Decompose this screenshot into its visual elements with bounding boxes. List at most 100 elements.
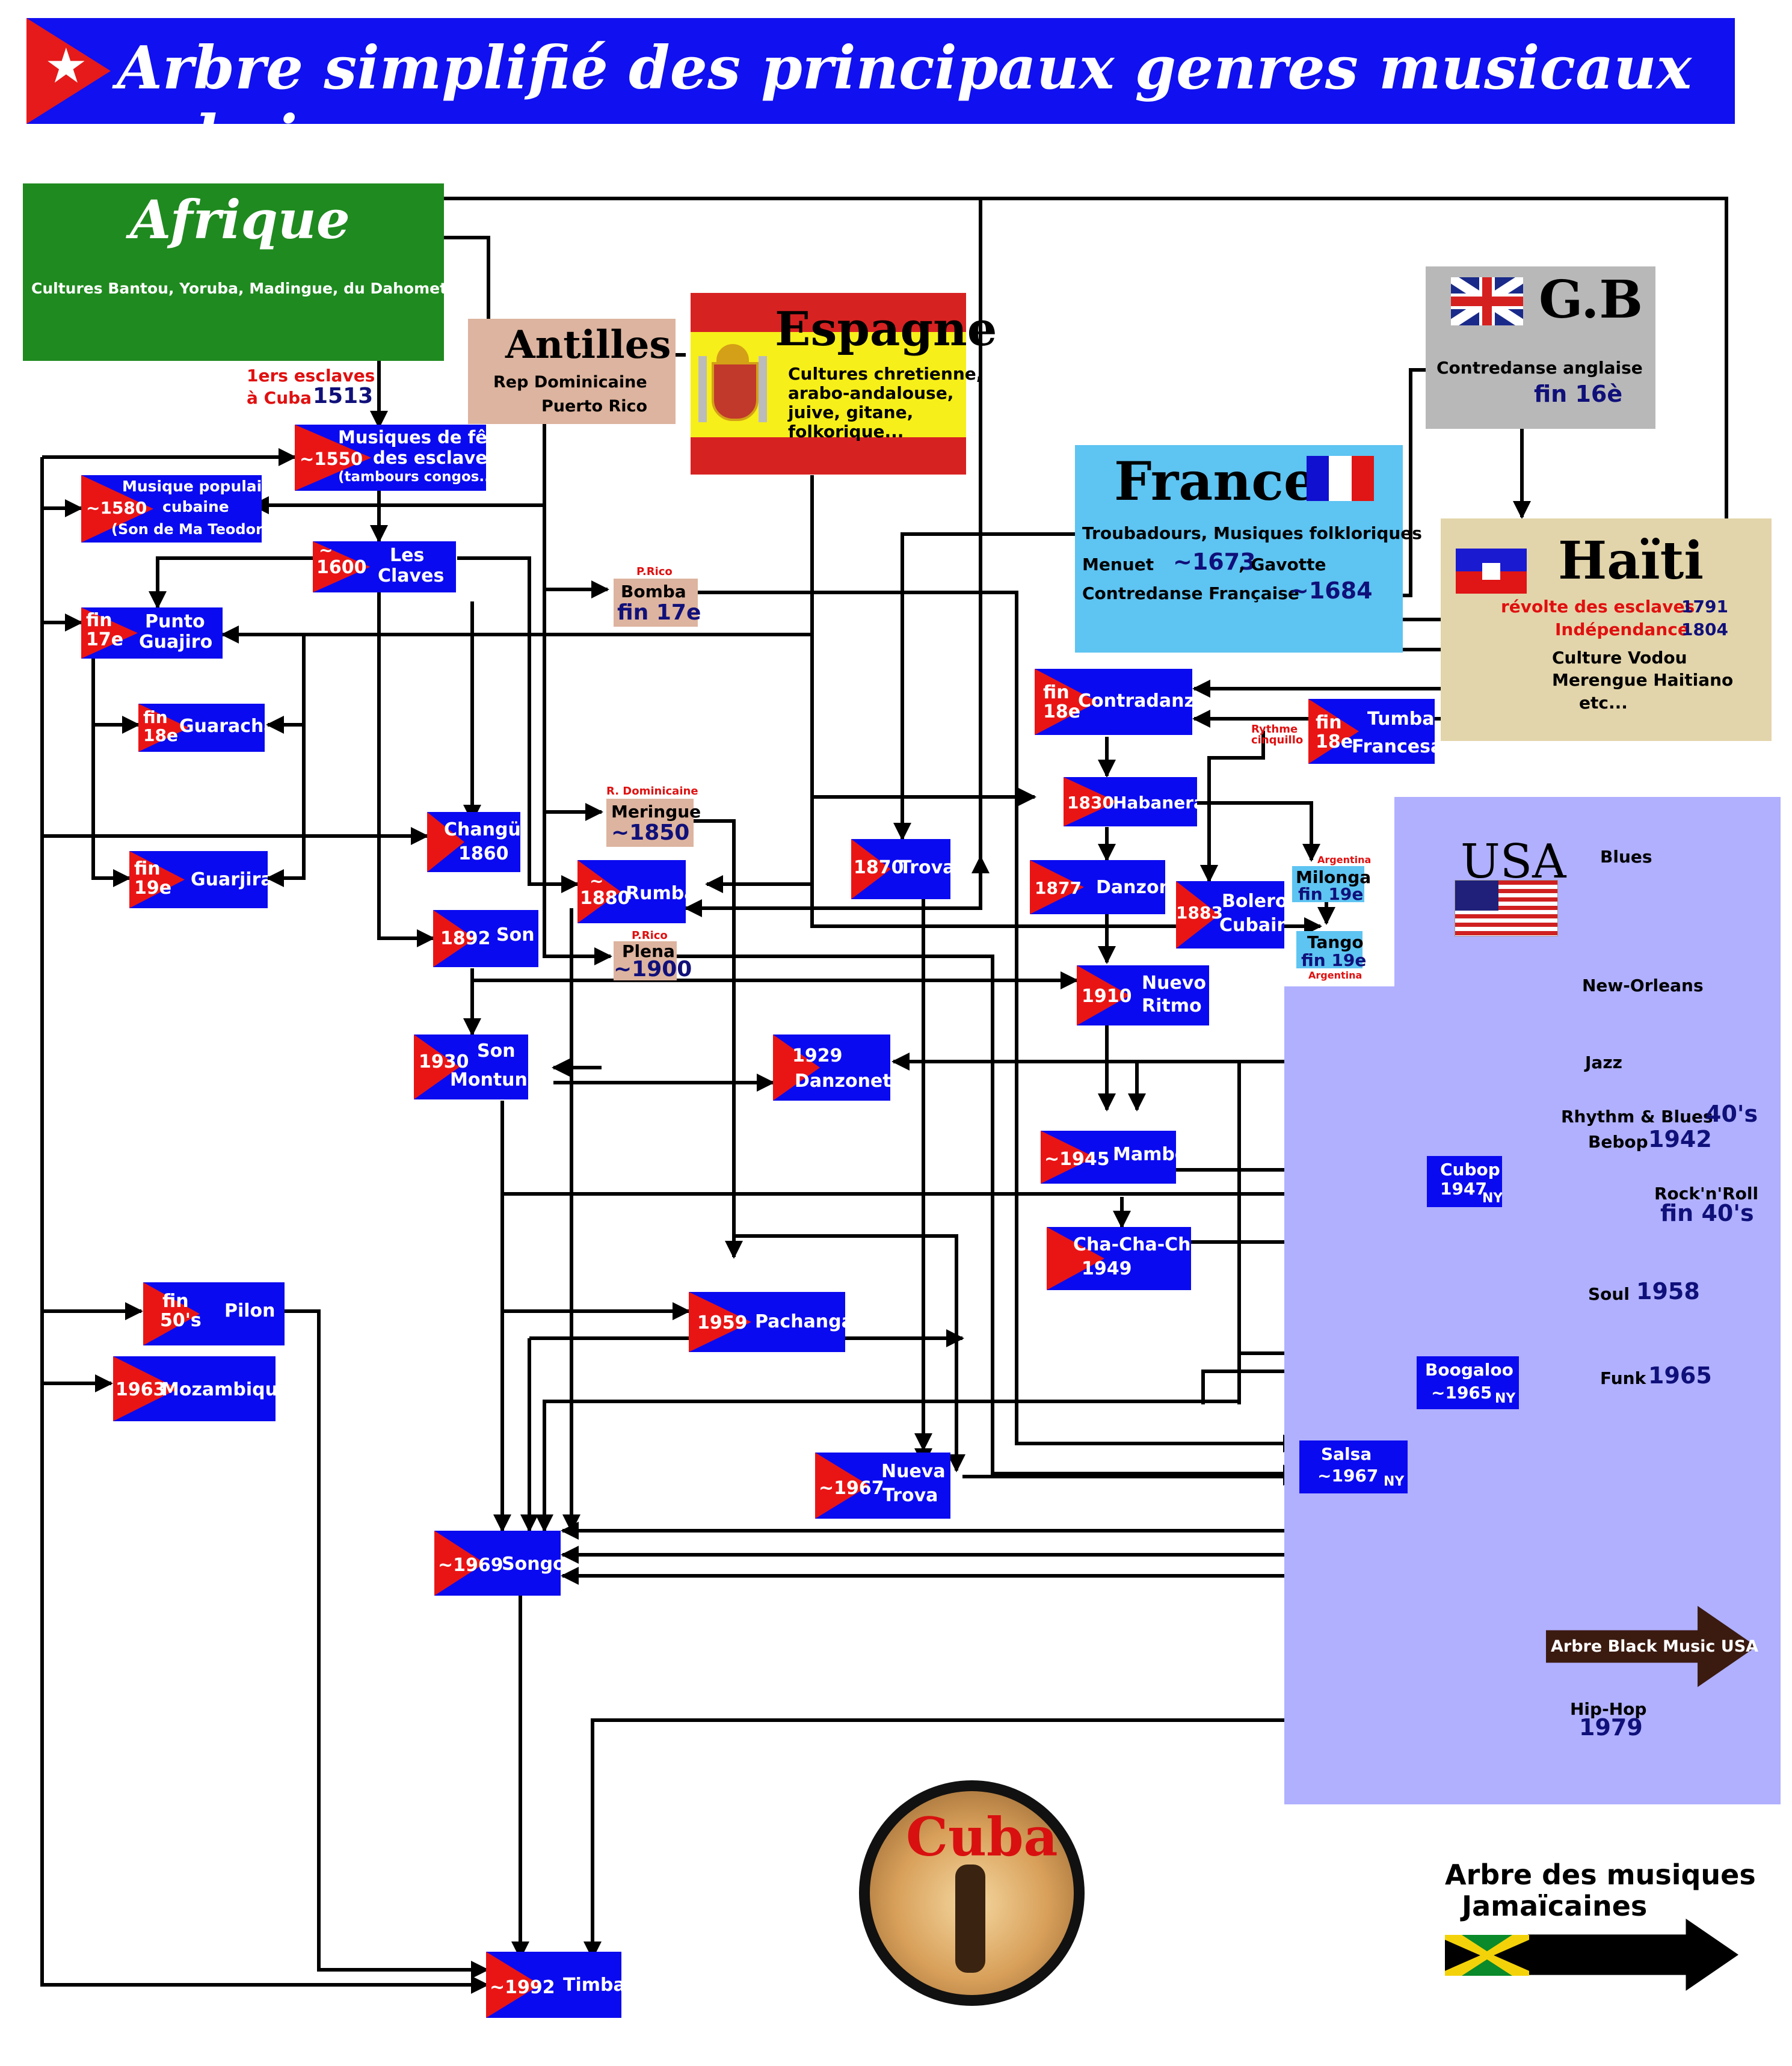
funk-label: Funk (1600, 1368, 1646, 1388)
milonga-date: fin 19e (1298, 884, 1364, 904)
genre-tumba[interactable]: fin 18e Tumba Francesa (1308, 699, 1435, 764)
afrique-desc: Cultures Bantou, Yoruba, Madingue, du Da… (31, 280, 464, 297)
genre-chachacha[interactable]: Cha-Cha-Cha 1949 (1047, 1227, 1191, 1290)
tango-box: Tango fin 19e (1296, 931, 1366, 970)
genre-songo[interactable]: ~1969 Songo (434, 1531, 561, 1596)
source-espagne: Espagne Cultures chretienne, arabo-andal… (691, 293, 997, 475)
rock-label: Rock'n'Roll (1654, 1184, 1759, 1204)
genre-habanera[interactable]: 1830 Habanera (1064, 777, 1197, 826)
espagne-l1: Cultures chretienne, (788, 364, 983, 384)
haiti-flag-icon (1456, 549, 1527, 594)
genre-cubop[interactable]: Cubop 1947 NY (1427, 1156, 1502, 1207)
indep-label: Indépendance (1555, 619, 1689, 639)
esclaves-label: 1ers esclaves (247, 366, 375, 386)
genre-trova[interactable]: 1870 Trova (851, 839, 950, 899)
guarjira-name: Guarjira (191, 869, 268, 890)
genre-son[interactable]: 1892 Son (433, 910, 538, 967)
genre-nuevatrova[interactable]: ~1967 Nueva Trova (815, 1453, 950, 1519)
rumba-date2: 1880 (580, 888, 630, 909)
nuevoritmo-name2: Ritmo (1142, 995, 1202, 1016)
tango-date: fin 19e (1301, 950, 1367, 970)
trova-name: Trova (899, 857, 950, 878)
hiphop-date: 1979 (1579, 1714, 1643, 1741)
genre-pilon[interactable]: fin 50's Pilon (143, 1282, 285, 1345)
bolero-name1: Bolero (1222, 891, 1284, 912)
france-desc: Troubadours, Musiques folkloriques (1082, 523, 1422, 543)
guarjira-date1: fin (134, 858, 161, 879)
rythme1-label: Rythme (1251, 723, 1298, 736)
danzon-name: Danzon (1096, 877, 1165, 898)
genre-changui[interactable]: Changüi 1860 (427, 812, 520, 872)
sonmontuno-name1: Son (477, 1041, 516, 1062)
cubop-ny: NY (1482, 1191, 1502, 1206)
milonga-box: Milonga fin 19e (1292, 866, 1371, 904)
france-flag-icon (1307, 456, 1374, 501)
jamaica-label1[interactable]: Arbre des musiques (1445, 1858, 1756, 1891)
nuevatrova-name2: Trova (882, 1485, 938, 1506)
plena-label: Plena (622, 941, 675, 961)
source-antilles: Antilles Rep Dominicaine Puerto Rico (468, 319, 676, 424)
jamaica-flag-icon (1445, 1935, 1529, 1976)
nuevatrova-date: ~1967 (819, 1478, 884, 1499)
timba-date: ~1992 (490, 1977, 555, 1998)
black-music-label[interactable]: Arbre Black Music USA (1551, 1637, 1759, 1656)
genre-danzonete[interactable]: 1929 Danzonete (773, 1035, 890, 1101)
antilles-line2: Puerto Rico (541, 397, 648, 416)
tumba-date1: fin (1316, 712, 1342, 733)
habanera-name: Habanera (1113, 793, 1197, 813)
guaracha-name: Guaracha (179, 716, 265, 737)
genre-danzon[interactable]: 1877 Danzon (1030, 860, 1165, 914)
populaire-date: ~1580 (86, 498, 147, 518)
genre-mozambique[interactable]: 1963 Mozambique (113, 1356, 276, 1421)
espagne-l4: folkorique... (788, 422, 904, 441)
genre-populaire[interactable]: ~1580 Musique populaire cubaine (Son de … (81, 475, 262, 543)
cubop-name: Cubop (1440, 1160, 1500, 1179)
nuevatrova-name1: Nueva (881, 1461, 946, 1482)
genre-rumba[interactable]: ~ 1880 Rumba (577, 860, 686, 923)
genre-timba[interactable]: ~1992 Timba (486, 1952, 621, 2018)
genre-claves[interactable]: ~ 1600 Les Claves (313, 541, 456, 592)
tumba-name2: Francesa (1352, 736, 1435, 757)
genre-mambo[interactable]: ~1945 Mambo (1041, 1131, 1176, 1184)
haiti-title: Haïti (1558, 530, 1704, 591)
milonga-label: Milonga (1296, 867, 1372, 887)
cuba-logo-text: Cuba (906, 1806, 1058, 1868)
cubop-date: 1947 (1440, 1179, 1487, 1199)
genre-guaracha[interactable]: fin 18e Guaracha (138, 704, 265, 752)
genre-sonmontuno[interactable]: 1930 Son Montuno (414, 1035, 528, 1099)
genre-salsa[interactable]: Salsa ~1967 NY (1299, 1440, 1408, 1493)
antilles-title: Antilles (505, 322, 671, 367)
fete-name1: Musiques de fête (338, 427, 486, 447)
punto-date1: fin (86, 610, 112, 631)
genre-bolero[interactable]: 1883 Bolero Cubain (1176, 881, 1284, 948)
arg2-label: Argentina (1308, 970, 1362, 981)
populaire-name1: Musique populaire (122, 478, 262, 495)
haiti-c2: Merengue Haitiano (1552, 670, 1734, 690)
blues-label: Blues (1600, 847, 1652, 867)
uk-flag-icon (1451, 277, 1523, 325)
haiti-c1: Culture Vodou (1552, 648, 1687, 668)
funk-date: 1965 (1648, 1362, 1712, 1389)
genre-fete[interactable]: ~1550 Musiques de fête des esclaves (tam… (295, 425, 486, 491)
genre-guarjira[interactable]: fin 19e Guarjira (129, 851, 268, 908)
genre-pachanga[interactable]: 1959 Pachanga (689, 1292, 845, 1352)
genre-boogaloo[interactable]: Boogaloo ~1965 NY (1417, 1356, 1519, 1409)
chachacha-name: Cha-Cha-Cha (1073, 1234, 1191, 1255)
genre-punto[interactable]: fin 17e Punto Guajiro (81, 607, 223, 659)
contredanse-label: Contredanse Française (1082, 583, 1299, 603)
rumba-name: Rumba (626, 883, 686, 904)
gb-desc: Contredanse anglaise (1436, 358, 1643, 378)
arg1-label: Argentina (1317, 854, 1372, 865)
espagne-l2: arabo-andalouse, (788, 383, 954, 403)
genre-contradanza[interactable]: fin 18e Contradanza (1035, 669, 1192, 735)
changui-date: 1860 (458, 843, 509, 864)
tango-label: Tango (1307, 932, 1364, 952)
fete-date: ~1550 (300, 449, 363, 469)
bomba-label: Bomba (621, 582, 686, 601)
source-gb: G.B Contredanse anglaise fin 16è (1426, 266, 1655, 429)
pilon-date2: 50's (160, 1310, 202, 1331)
genre-nuevoritmo[interactable]: 1910 Nuevo Ritmo (1077, 965, 1209, 1025)
source-france: France Troubadours, Musiques folklorique… (1075, 445, 1422, 653)
jamaica-label2[interactable]: Jamaïcaines (1462, 1890, 1648, 1922)
mambo-date: ~1945 (1044, 1149, 1110, 1170)
